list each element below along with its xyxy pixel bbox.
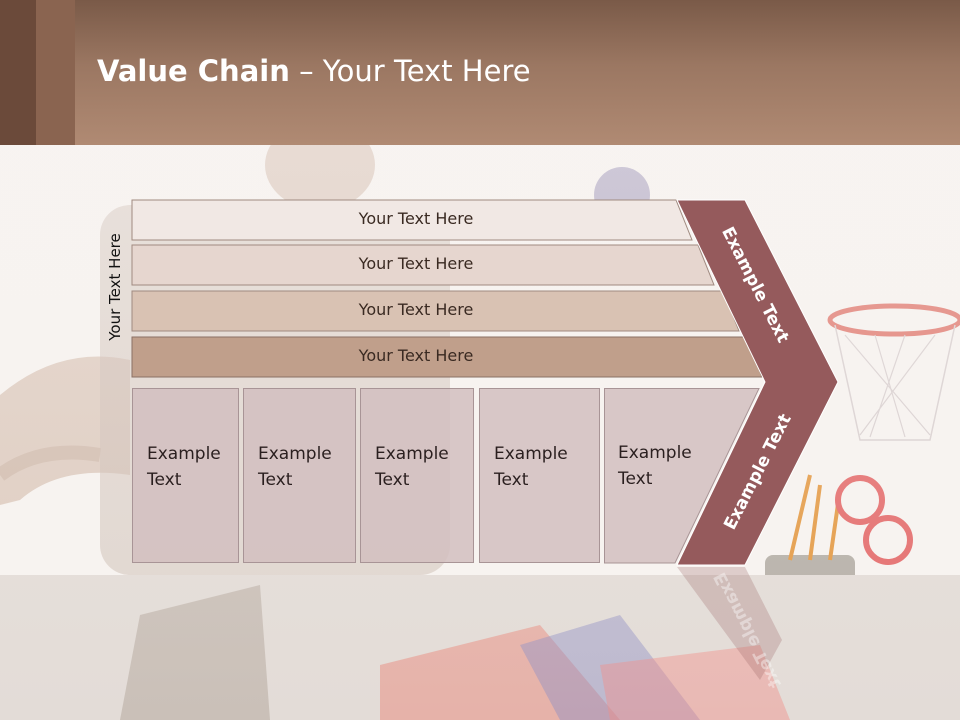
header-accent-stripe: [0, 0, 75, 145]
column-4: Example Text: [479, 388, 600, 563]
band-2: Your Text Here: [131, 244, 715, 286]
band-3: Your Text Here: [131, 290, 740, 332]
band-1: Your Text Here: [131, 199, 693, 241]
slide-title: Value Chain – Your Text Here: [97, 54, 531, 88]
title-bold: Value Chain: [97, 54, 290, 88]
column-4-label: Example Text: [494, 444, 568, 490]
column-4-reflection: Example Text: [479, 565, 600, 685]
column-2-label: Example Text: [258, 444, 332, 490]
column-1: Example Text: [132, 388, 239, 563]
column-2: Example Text: [243, 388, 356, 563]
column-3-label: Example Text: [375, 444, 449, 490]
side-label: Your Text Here: [106, 233, 124, 341]
title-rest: – Your Text Here: [289, 54, 531, 88]
band-2-label: Your Text Here: [358, 254, 474, 273]
column-5-reflection: Example Text: [604, 565, 704, 685]
band-4: Your Text Here: [131, 336, 763, 378]
band-1-label: Your Text Here: [358, 209, 474, 228]
band-4-label: Your Text Here: [358, 346, 474, 365]
column-3-reflection: Example Text: [360, 565, 474, 685]
column-5: Example Text: [604, 388, 704, 563]
column-1-reflection: Example Text: [132, 565, 239, 685]
column-5-label: Example Text: [618, 443, 692, 489]
band-3-label: Your Text Here: [358, 300, 474, 319]
column-3: Example Text: [360, 388, 474, 563]
header-bar: Value Chain – Your Text Here: [0, 0, 960, 145]
column-2-reflection: Example Text: [243, 565, 356, 685]
column-1-label: Example Text: [147, 444, 221, 490]
